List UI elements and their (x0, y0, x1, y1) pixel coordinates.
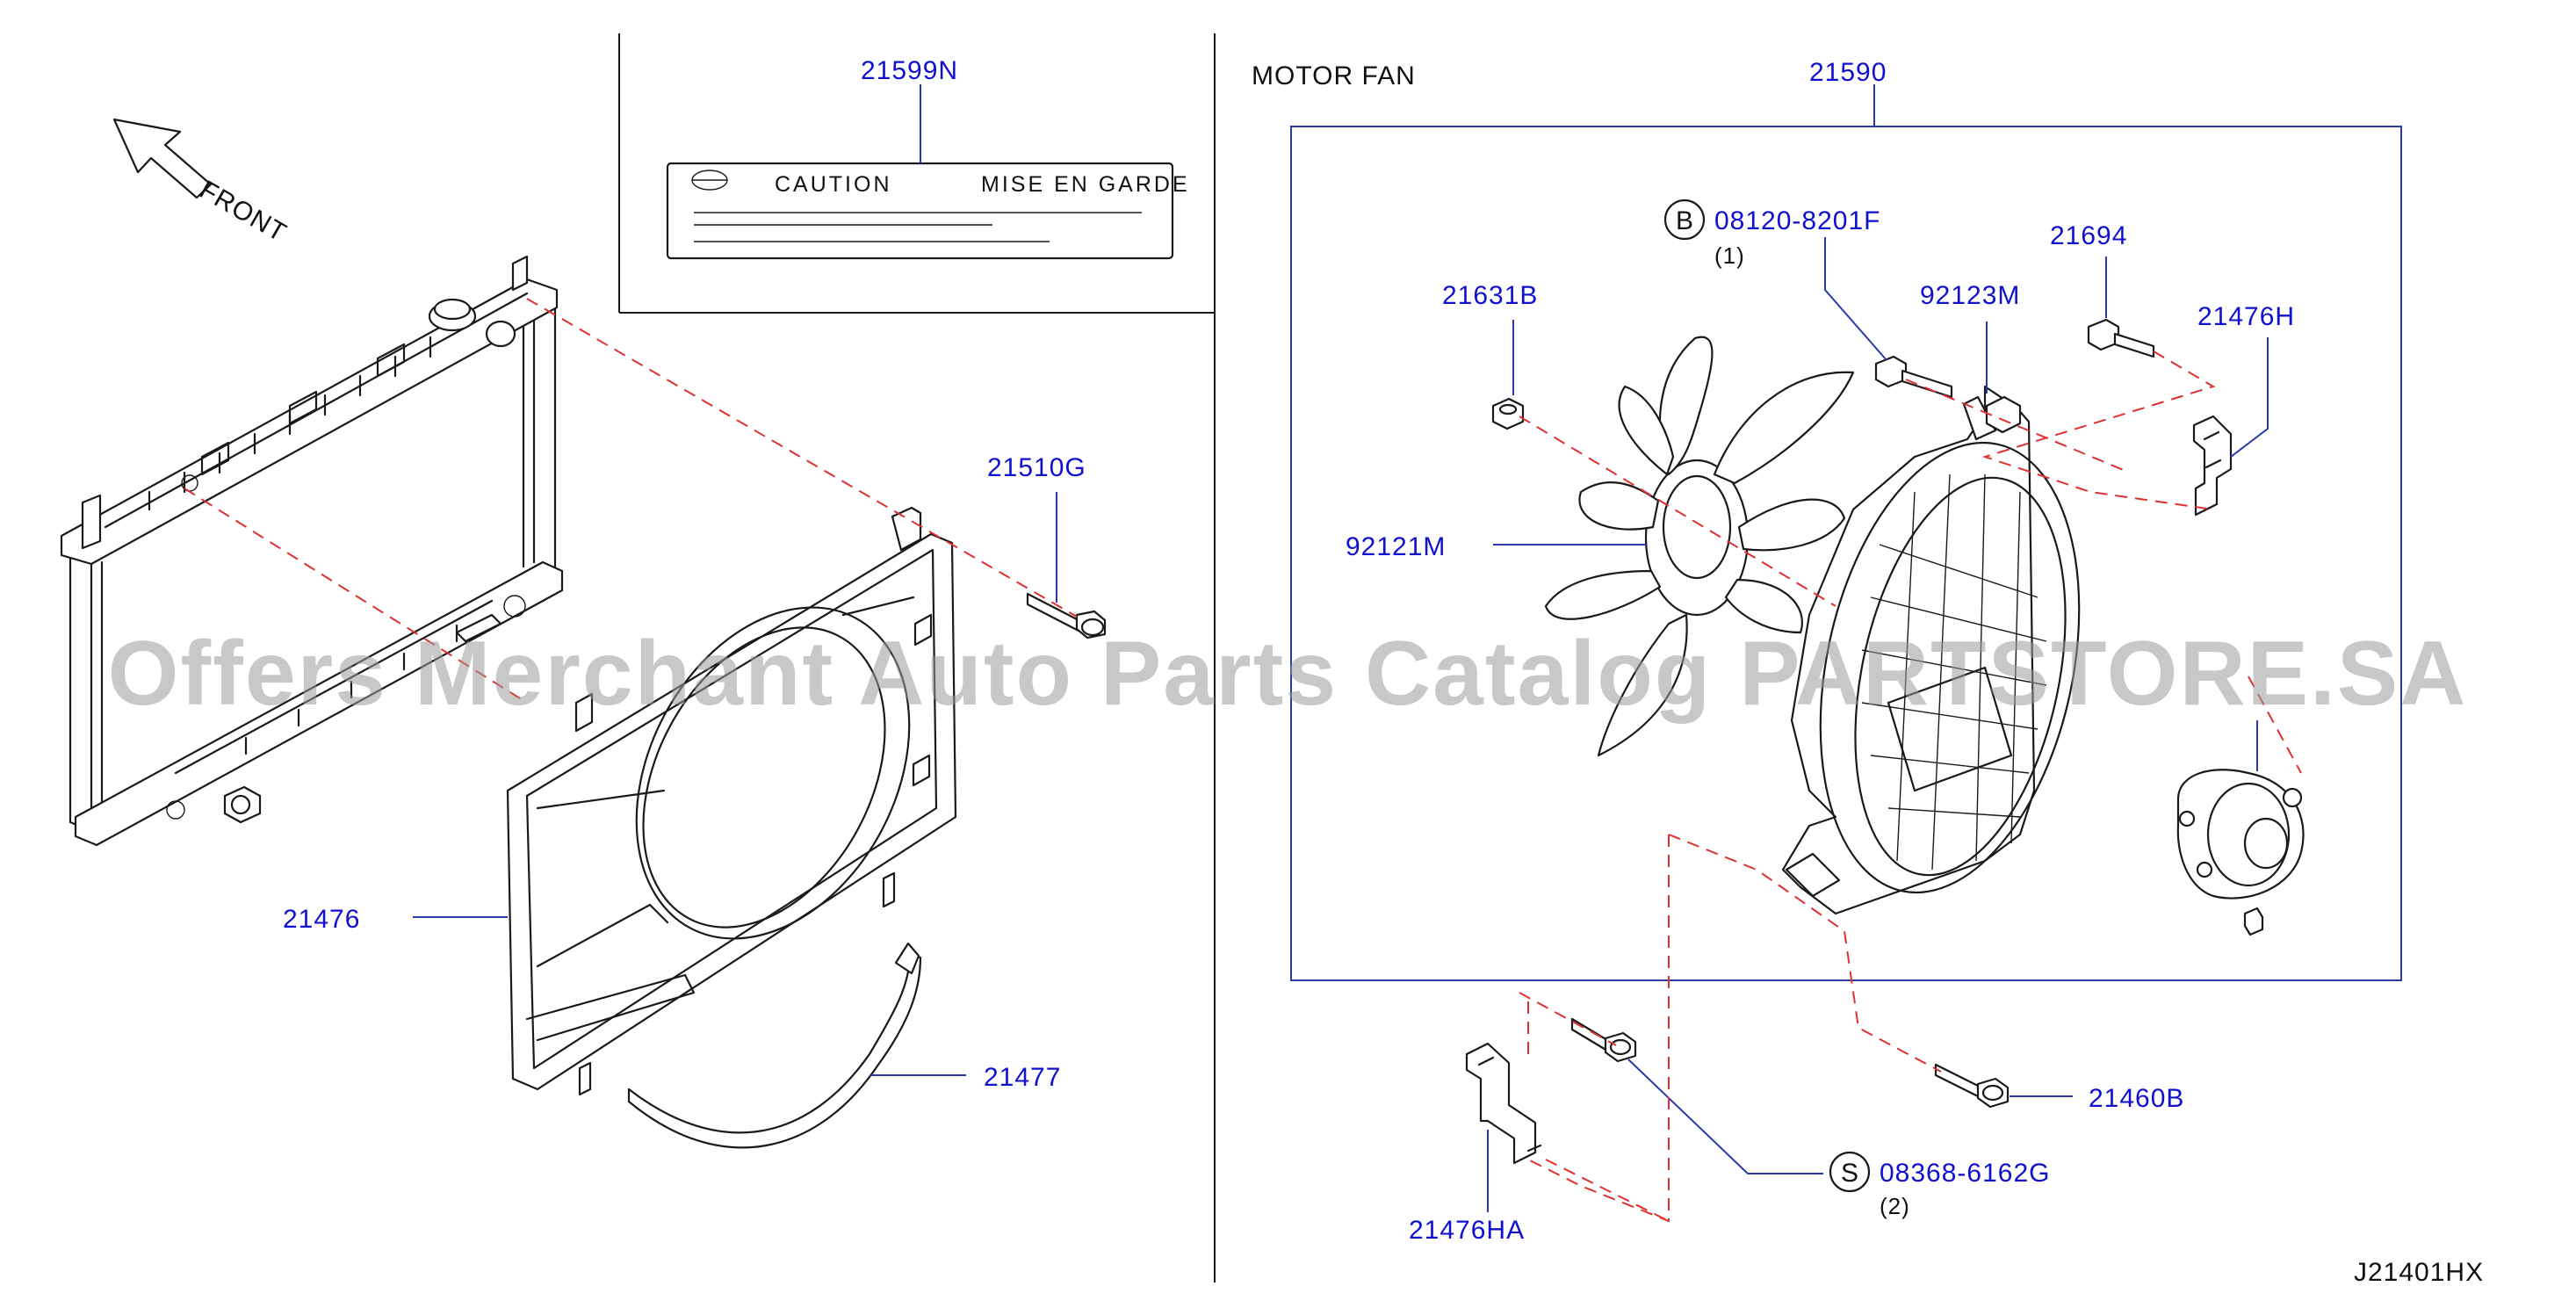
bolt-08368-marker: S (1841, 1159, 1859, 1188)
callout-21477: 21477 (984, 1063, 1061, 1092)
nut-21631B-illustration: 21631B (1442, 281, 1538, 430)
screw-21510G-illustration: 21510G (987, 453, 1107, 640)
callout-21510G: 21510G (987, 453, 1086, 482)
front-label: FRONT (195, 175, 292, 248)
callout-08120-8201F: 08120-8201F (1714, 206, 1880, 235)
diagram-code: J21401HX (2354, 1258, 2484, 1287)
motor-fan-section: MOTOR FAN 21590 (1252, 58, 2402, 981)
section-title: MOTOR FAN (1252, 61, 1416, 90)
watermark-text: Offers Merchant Auto Parts Catalog PARTS… (108, 623, 2468, 725)
fan-shroud-illustration: 21476 (283, 506, 957, 1096)
fan-blade-illustration: 92121M (1346, 336, 1855, 757)
bolt-08368-6162G-illustration: S 08368-6162G (2) (1570, 1017, 2051, 1219)
motor-fan-alignment-lines (1519, 350, 2302, 1223)
callout-21460B: 21460B (2089, 1084, 2184, 1113)
bracket-21476H-illustration: 21476H (2192, 302, 2295, 517)
bolt-08120-8201F-illustration: B 08120-8201F (1) (1663, 199, 1953, 399)
callout-21476HA: 21476HA (1409, 1216, 1525, 1245)
radiator-illustration (60, 255, 564, 847)
bolt-08120-marker: B (1676, 206, 1694, 235)
callout-08368-6162G-quantity: (2) (1880, 1193, 1910, 1219)
mise-en-garde-label-text: MISE EN GARDE (981, 172, 1190, 197)
callout-08368-6162G: 08368-6162G (1880, 1159, 2051, 1188)
panel-separators (618, 33, 1216, 1283)
caution-label-text: CAUTION (775, 172, 892, 197)
bolt-21694-illustration: 21694 (2050, 221, 2155, 358)
caution-label-part: CAUTION MISE EN GARDE 21599N (666, 56, 1190, 260)
callout-21599N: 21599N (861, 56, 958, 85)
front-direction-arrow: FRONT (112, 118, 292, 248)
callout-21631B: 21631B (1442, 281, 1538, 310)
callout-08120-8201F-quantity: (1) (1714, 242, 1745, 269)
callout-21590: 21590 (1809, 58, 1887, 87)
callout-92121M: 92121M (1346, 532, 1446, 561)
lower-seal-illustration: 21477 (627, 942, 1061, 1149)
callout-92123M: 92123M (1920, 281, 2020, 310)
radiator-alignment-lines (184, 298, 1078, 704)
callout-21694: 21694 (2050, 221, 2127, 250)
fan-motor-illustration (2176, 720, 2305, 936)
bolt-21460B-illustration: 21460B (1934, 1063, 2184, 1113)
callout-21476: 21476 (283, 905, 360, 934)
bracket-21476HA-illustration: 21476HA (1409, 1042, 1542, 1245)
fan-motor-housing-illustration: 92123M (1781, 281, 2081, 915)
callout-21476H: 21476H (2197, 302, 2295, 331)
